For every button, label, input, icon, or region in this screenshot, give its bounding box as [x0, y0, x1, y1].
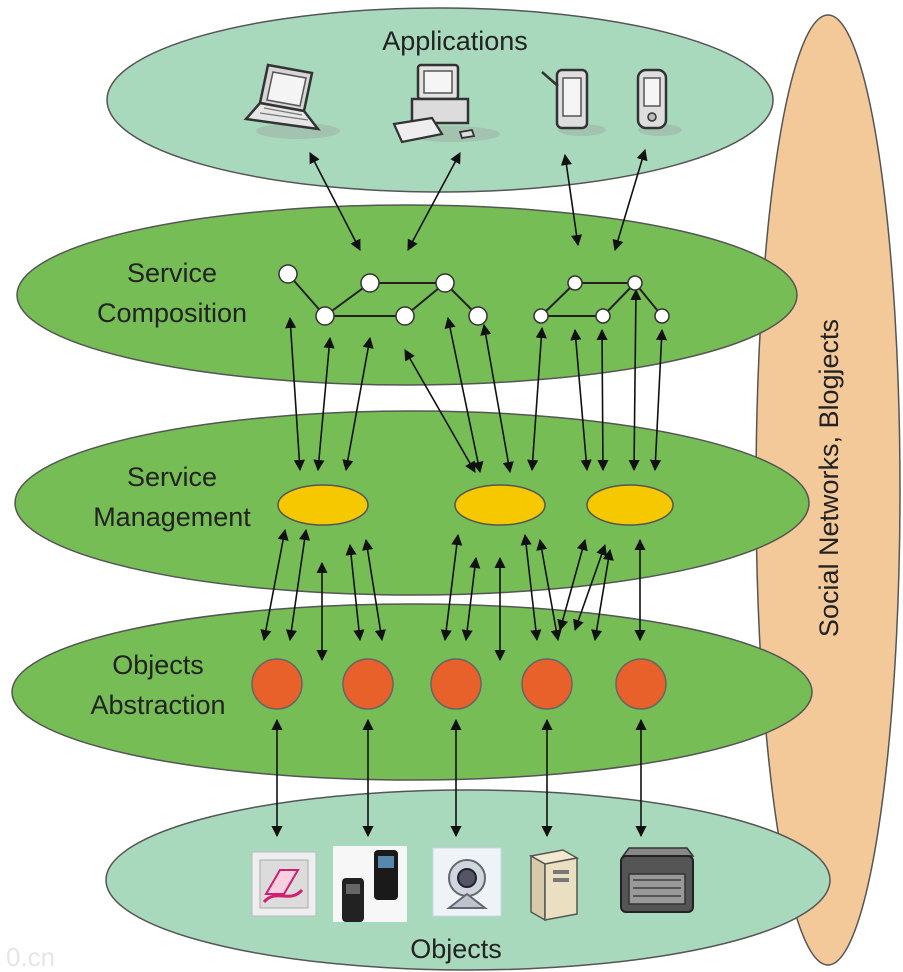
- bidirectional-arrow: [440, 533, 463, 642]
- composition-node: [654, 308, 670, 324]
- bidirectional-arrow: [260, 528, 289, 642]
- object-node: [342, 658, 394, 710]
- composition-node: [468, 306, 488, 326]
- service-node: [277, 484, 369, 526]
- laptop-icon: [243, 63, 340, 139]
- object-node: [251, 658, 303, 710]
- objects-abstraction-label-2: Abstraction: [90, 690, 225, 720]
- composition-nodes: [278, 264, 670, 326]
- composition-node: [315, 306, 335, 326]
- objects-abstraction-layer: [11, 603, 813, 781]
- mobile-phones-icon: [333, 846, 407, 922]
- object-node: [615, 658, 667, 710]
- bidirectional-arrow: [309, 152, 361, 251]
- bidirectional-arrow: [342, 336, 374, 472]
- bidirectional-arrow: [461, 556, 481, 642]
- bidirectional-arrow: [560, 153, 583, 247]
- bidirectional-arrow: [362, 538, 386, 642]
- social-networks-label: Social Networks, Blogjects: [814, 319, 844, 637]
- watermark: 0.cn: [6, 942, 55, 972]
- pda-icon: [636, 68, 682, 136]
- bidirectional-arrow: [536, 538, 562, 642]
- bidirectional-arrow: [407, 152, 461, 251]
- bidirectional-arrow: [345, 543, 365, 642]
- composition-node: [278, 264, 298, 284]
- rfid-tag-icon: [251, 851, 317, 917]
- bidirectional-arrow: [612, 148, 648, 252]
- bidirectional-arrow: [591, 548, 614, 642]
- bidirectional-arrow: [444, 316, 484, 474]
- bidirectional-arrow: [649, 328, 668, 472]
- service-management-label-2: Management: [93, 502, 251, 532]
- service-node: [454, 484, 546, 526]
- service-management-label-1: Service: [127, 462, 217, 492]
- service-composition-layer: [16, 204, 798, 386]
- bidirectional-arrow: [596, 328, 609, 472]
- bidirectional-arrow: [480, 323, 514, 474]
- bidirectional-arrow: [285, 316, 305, 472]
- objects-label: Objects: [410, 934, 502, 964]
- desktop-computer-icon: [392, 63, 500, 144]
- applications-label: Applications: [382, 26, 528, 56]
- objects-abstraction-label-1: Objects: [112, 650, 204, 680]
- bidirectional-arrow: [570, 328, 592, 472]
- bidirectional-arrow: [285, 528, 311, 642]
- service-composition-label-2: Composition: [97, 298, 247, 328]
- bidirectional-arrow: [628, 288, 642, 472]
- printer-icon: [620, 847, 695, 913]
- object-node: [521, 658, 573, 710]
- bidirectional-arrow: [527, 326, 547, 472]
- object-node: [430, 658, 482, 710]
- composition-node: [435, 273, 455, 293]
- tablet-icon: [541, 68, 606, 136]
- connection-arrows: [260, 148, 668, 838]
- composition-node: [567, 275, 583, 291]
- composition-node: [395, 306, 415, 326]
- service-composition-label-1: Service: [127, 258, 217, 288]
- composition-node: [595, 308, 611, 324]
- server-tower-icon: [528, 849, 580, 922]
- service-node: [586, 484, 674, 526]
- bidirectional-arrow: [520, 533, 542, 642]
- composition-node: [533, 308, 549, 324]
- composition-node: [360, 273, 380, 293]
- composition-node: [627, 275, 643, 291]
- webcam-icon: [432, 847, 502, 917]
- bidirectional-arrow: [313, 336, 335, 472]
